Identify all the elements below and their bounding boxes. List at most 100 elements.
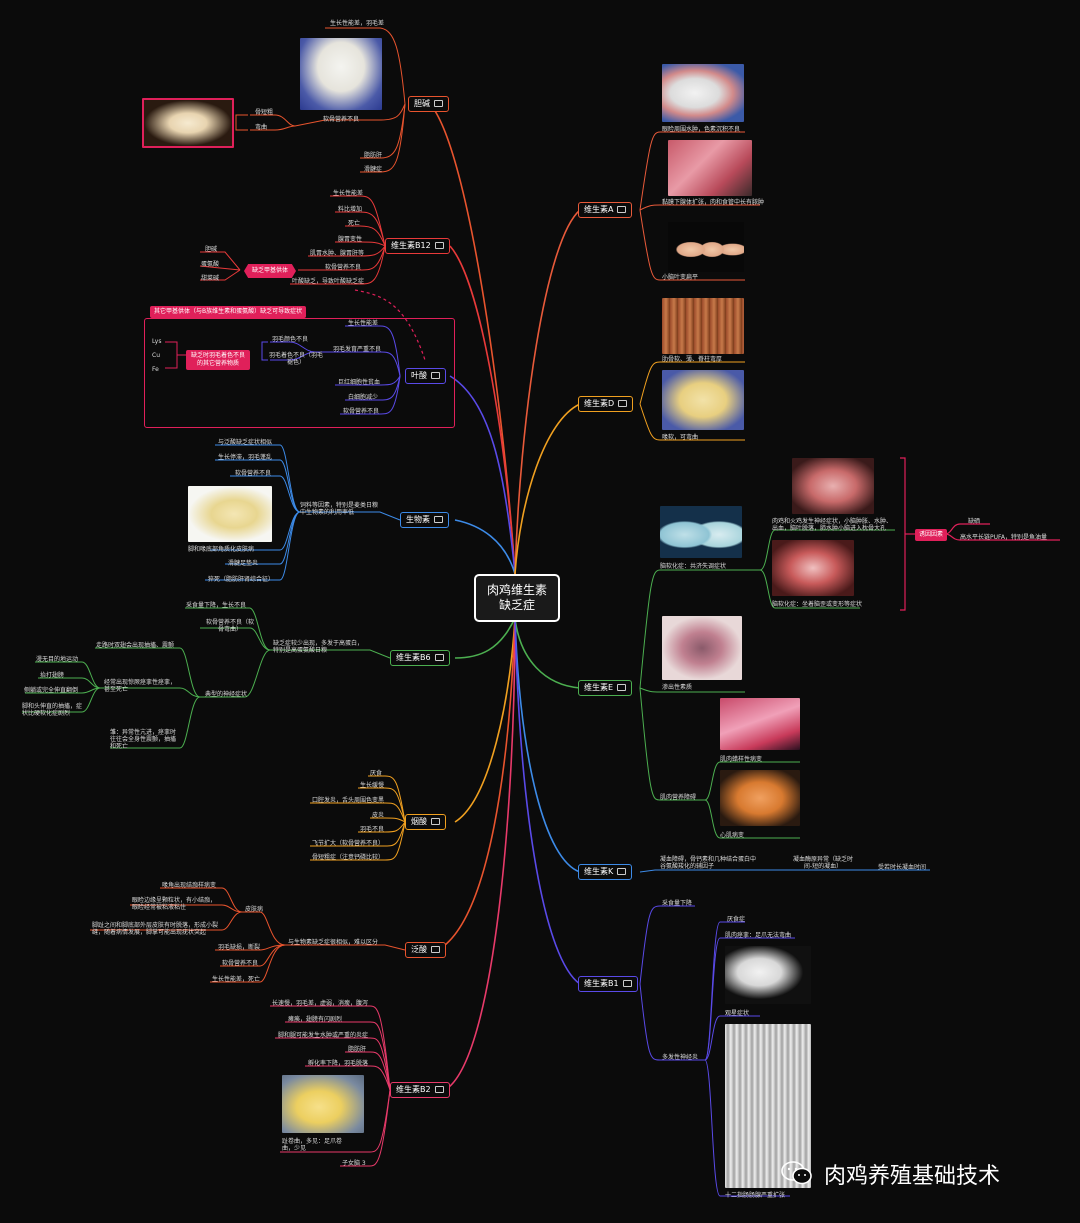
link-folic [449, 375, 516, 575]
branch-niacin[interactable]: 烟酸 [405, 814, 446, 830]
b2-item-4: 脂肪肝 [348, 1046, 367, 1053]
folic-item-2: 羽毛发育严重不良 [333, 346, 382, 353]
note-icon [434, 100, 443, 107]
photo-b2-chick [282, 1075, 364, 1133]
folic-item-3: 巨红细胞性贫血 [338, 379, 381, 386]
folic-item-4: 白细胞减少 [348, 394, 379, 401]
b12-item-7: 叶酸缺乏，导致叶酸缺乏症 [292, 278, 365, 285]
b6-item-2: 软骨营养不良（软骨弯曲） [205, 619, 254, 633]
panto-note: 与生物素缺乏症很相似，难以区分 [288, 939, 379, 946]
b12-methyl-1: 胆碱 [205, 246, 218, 253]
note-icon [617, 206, 627, 213]
b6-note: 缺乏症较少出现，多发于高蛋白，特别是高蛋氨酸日粮 [273, 640, 364, 654]
wechat-icon [781, 1161, 812, 1185]
b12-item-3: 死亡 [348, 220, 361, 227]
center-topic[interactable]: 肉鸡维生素 缺乏症 [474, 574, 560, 622]
note-icon [617, 684, 627, 691]
link-biotin [454, 519, 516, 575]
branch-vite[interactable]: 维生素E [578, 680, 633, 696]
choline-item-1: 生长性能差，羽毛差 [330, 20, 385, 27]
branch-b6[interactable]: 维生素B6 [390, 650, 450, 666]
photo-vita-mucosa [668, 140, 752, 196]
niacin-item-2: 生长缓慢 [360, 782, 385, 789]
note-icon [434, 654, 444, 661]
niacin-item-1: 厌食 [370, 770, 383, 777]
biotin-item-2: 生长停滞，羽毛蓬乱 [218, 454, 273, 461]
vite-pink: 诱因因素 [915, 529, 948, 541]
vitd-item-2: 喙软，可弯曲 [662, 434, 699, 441]
note-icon [617, 868, 627, 875]
branch-vitd[interactable]: 维生素D [578, 396, 634, 412]
folic-item-5: 软骨营养不良 [343, 408, 380, 415]
link-panto [437, 617, 516, 951]
link-b6 [454, 617, 516, 659]
vite-muscle: 肌肉营养障碍 [660, 794, 697, 801]
vitb1-item-6: 十二指肠肠腺严重扩张 [725, 1192, 786, 1199]
b2-item-5: 孵化率下降，羽毛脱落 [308, 1060, 369, 1067]
folic-mineral-1: Lys [152, 338, 162, 345]
center-line1: 肉鸡维生素 [486, 583, 547, 597]
photo-vitd-beak [662, 370, 744, 430]
b12-item-4: 腺胃变性 [338, 236, 363, 243]
b12-item-1: 生长性能差 [333, 190, 364, 197]
photo-choline-chick [300, 38, 382, 110]
choline-bone-1: 骨短粗 [255, 109, 274, 116]
biotin-note: 饲料等因素，特别是麦类日粮中生物素的利用率低 [300, 502, 379, 516]
link-a [514, 209, 581, 575]
b2-item-1: 长速慢，羽毛差，虚弱，消瘦，腹泻 [272, 1000, 369, 1007]
link-d [514, 403, 581, 575]
b6-left-4: 脚和头伸直的抽搐，症状比硬软化症剧烈 [22, 703, 83, 717]
photo-biotin-chick [188, 486, 272, 542]
vite-sub1: 肉鸡和火鸡发生神经症状，小脑肿胀、水肿、出血，脑叶脱落，肺水肿小脑进入枕骨大孔 [772, 518, 893, 532]
niacin-item-4: 皮炎 [372, 812, 385, 819]
vitk-right: 受若时长凝血时间 [878, 864, 927, 871]
photo-vitb1-stargazing [725, 946, 811, 1004]
vitk-mid: 凝血酶原异常（缺乏时间-短的凝血） [792, 856, 853, 870]
b6-neuro-1: 走路时双翅会出现抽搐、震颤 [96, 642, 175, 649]
b2-curl: 趾卷曲，多见：足爪卷曲，少见 [282, 1138, 343, 1152]
biotin-item-6: 猝死（脂肪肝肾综合征） [208, 576, 275, 583]
branch-vitk[interactable]: 维生素K [578, 864, 633, 880]
branch-b2[interactable]: 维生素B2 [390, 1082, 450, 1098]
b12-item-6: 软骨营养不良 [325, 264, 362, 271]
folic-box-title: 其它甲基供体（与B族维生素和蛋氨酸）缺乏可导致症状 [150, 306, 307, 318]
b12-item-2: 料比增加 [338, 206, 363, 213]
photo-bone [142, 98, 234, 148]
branch-vita[interactable]: 维生素A [578, 202, 633, 218]
note-icon [622, 980, 632, 987]
folic-feather-1: 羽毛颜色不良 [272, 336, 309, 343]
panto-item-1: 羽毛缺损，断裂 [218, 944, 261, 951]
branch-vitb1[interactable]: 维生素B1 [578, 976, 638, 992]
vite-nerve: 脑软化症：共济失调症状 [660, 563, 727, 570]
panto-skin-title: 皮肤病 [245, 906, 264, 913]
watermark-text: 肉鸡养殖基础技术 [824, 1164, 1001, 1189]
b12-methyl-3: 甜菜碱 [201, 275, 220, 282]
note-icon [618, 400, 628, 407]
branch-b12[interactable]: 维生素B12 [385, 238, 450, 254]
panto-item-3: 生长性能差，死亡 [212, 976, 261, 983]
vite-diathesis: 渗出性素质 [662, 684, 693, 691]
note-icon [431, 372, 440, 379]
vitb1-item-3: 肌肉痉挛：足爪无法弯曲 [725, 932, 792, 939]
link-k [514, 617, 581, 873]
biotin-item-4: 脚和喙底部角质化皮肤病 [188, 546, 255, 553]
vite-muscle-1: 肌肉蜡样性病变 [720, 756, 763, 763]
folic-feather-2: 羽毛着色不良（羽毛褪色） [268, 352, 323, 366]
panto-skin-2: 眼睑边缘呈颗粒状，有小结痂，眼睑经常被粘液粘住 [132, 897, 217, 911]
b6-left-2: 抬打翅膀 [40, 672, 65, 679]
link-niacin [454, 617, 516, 823]
branch-choline[interactable]: 胆碱 [408, 96, 449, 112]
b2-item-2: 瘫痪，翅膀有闪剧烈 [288, 1016, 343, 1023]
niacin-item-7: 骨短粗症（注意钙磷比较） [312, 854, 385, 861]
branch-folic[interactable]: 叶酸 [405, 368, 446, 384]
b6-neuro-title: 典型的神经症状 [205, 691, 248, 698]
link-b12 [449, 245, 516, 575]
panto-item-2: 软骨营养不良 [222, 960, 259, 967]
branch-pantothenic[interactable]: 泛酸 [405, 942, 446, 958]
biotin-item-5: 滑腱足垫炎 [228, 560, 259, 567]
branch-biotin[interactable]: 生物素 [400, 512, 449, 528]
b2-last: 子女脑 3 [342, 1160, 366, 1167]
vite-factor-1: 缺硒 [968, 518, 981, 525]
